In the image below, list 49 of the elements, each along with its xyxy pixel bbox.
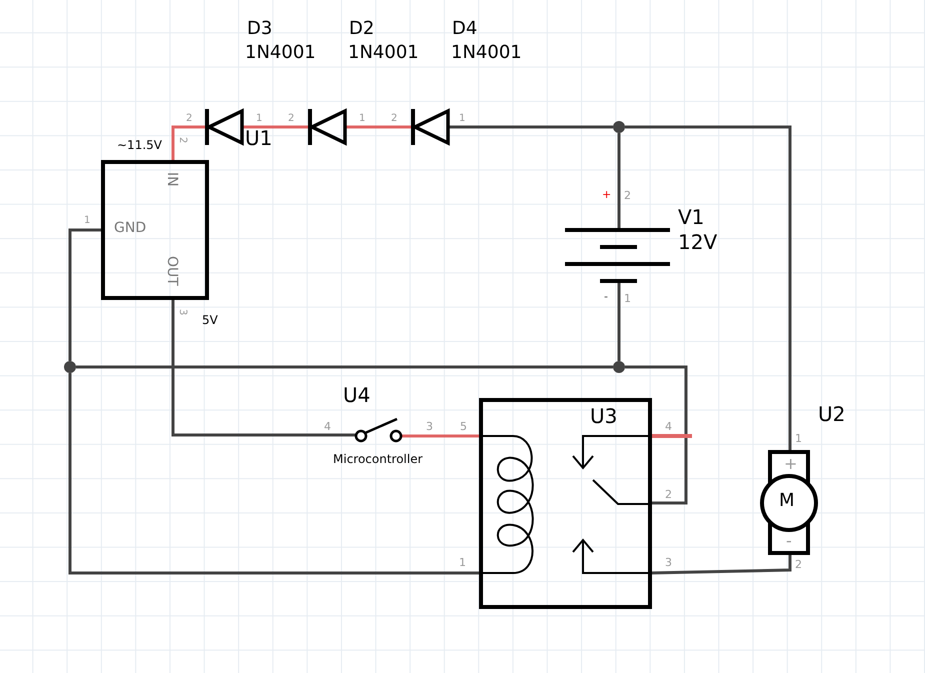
pin-number: 1 (359, 114, 366, 124)
reference-label: U1 (245, 128, 272, 148)
wire (618, 282, 620, 361)
pin-number: 3 (177, 309, 187, 316)
pin-name: OUT (165, 256, 179, 286)
pin-number: 4 (665, 421, 672, 432)
device-label: Microcontroller (333, 453, 423, 465)
pin-name: GND (114, 221, 146, 235)
wire (448, 126, 614, 128)
pin-number: 1 (624, 293, 631, 304)
polarity-sign: + (784, 456, 798, 472)
pin-number: 4 (324, 421, 331, 432)
pin-name: IN (165, 172, 179, 187)
pin-number: 5 (460, 421, 467, 432)
reference-label: D2 (349, 20, 374, 38)
pin-number: 1 (459, 557, 466, 568)
voltage-label: ~11.5V (117, 139, 162, 151)
pin-number: 3 (426, 421, 433, 432)
pin-number: 2 (177, 137, 187, 144)
pin-number: 1 (84, 216, 90, 226)
polarity-sign: + (602, 189, 612, 200)
wire (74, 366, 613, 368)
pin-number: 2 (391, 114, 398, 124)
reference-label: D3 (247, 20, 272, 38)
wire (618, 132, 620, 228)
pin-number: 1 (459, 114, 466, 124)
pin-number: 1 (256, 114, 262, 124)
pin-number: 2 (665, 489, 672, 500)
pin-number: 2 (795, 559, 802, 570)
part-number: 1N4001 (348, 44, 419, 62)
reference-label: D4 (452, 20, 478, 38)
reference-label: U3 (590, 406, 618, 426)
wire (172, 298, 358, 438)
value-label: 12V (678, 232, 718, 252)
reference-label: U4 (343, 385, 370, 405)
pin-number: 3 (665, 557, 672, 568)
pin-number: 2 (186, 114, 192, 124)
reference-label: V1 (678, 207, 704, 227)
polarity-sign: - (786, 533, 792, 549)
pin-number: 2 (624, 190, 631, 201)
polarity-sign: - (604, 291, 608, 302)
pin-number: 2 (288, 114, 294, 124)
voltage-label: 5V (202, 314, 218, 326)
part-number: 1N4001 (245, 44, 316, 62)
wire (625, 366, 688, 504)
reference-label: U2 (818, 404, 846, 424)
motor-letter: M (779, 492, 795, 510)
part-number: 1N4001 (451, 44, 522, 62)
pin-number: 1 (795, 433, 802, 444)
